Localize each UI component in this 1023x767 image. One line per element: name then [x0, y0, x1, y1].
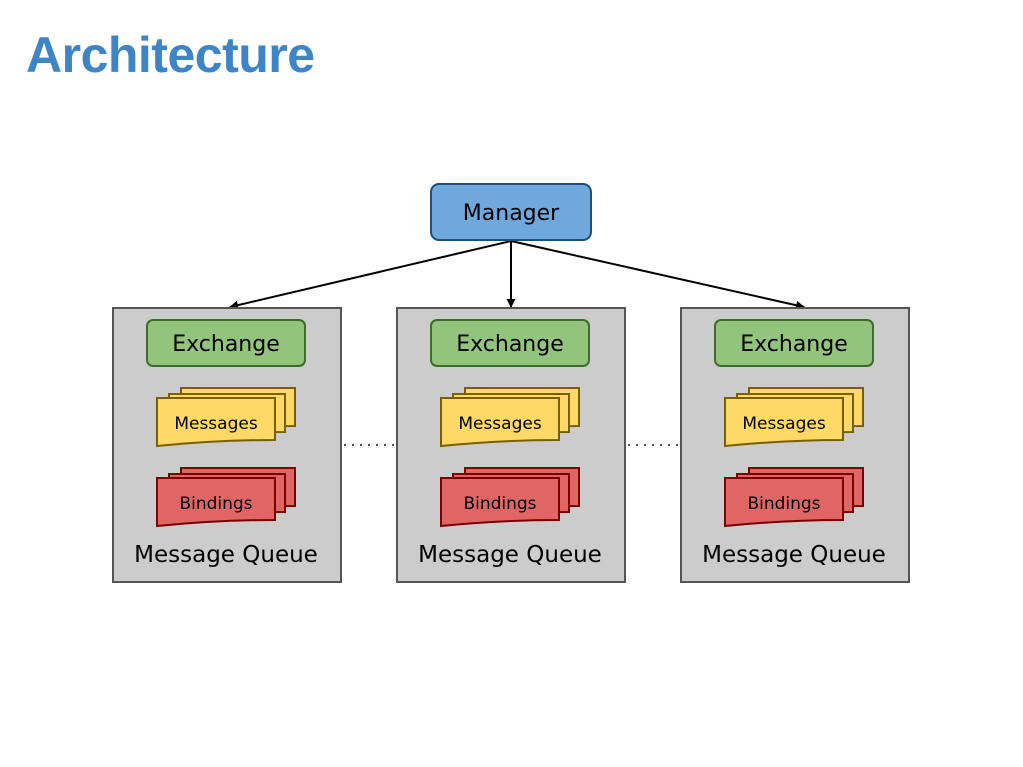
message-queue-3: Exchange Messages Bindings Message Queue: [680, 307, 910, 583]
bindings-stack: Bindings: [156, 467, 296, 528]
message-queue-label: Message Queue: [418, 542, 602, 568]
manager-node: Manager: [430, 183, 592, 241]
bindings-label: Bindings: [179, 494, 252, 514]
arrow-to-queue-3: [510, 240, 805, 310]
exchange-label: Exchange: [740, 332, 848, 357]
manager-arrows: [229, 240, 805, 310]
message-queue-1: Exchange Messages Bindings Message Queue: [112, 307, 342, 583]
exchange-label: Exchange: [456, 332, 564, 357]
bindings-label: Bindings: [463, 494, 536, 514]
manager-label: Manager: [463, 201, 560, 226]
message-queue-label: Message Queue: [134, 542, 318, 568]
exchange-node: Exchange: [430, 319, 590, 367]
exchange-node: Exchange: [714, 319, 874, 367]
messages-stack: Messages: [724, 387, 864, 448]
messages-label: Messages: [458, 414, 542, 434]
bindings-label: Bindings: [747, 494, 820, 514]
message-queue-2: Exchange Messages Bindings Message Queue: [396, 307, 626, 583]
messages-label: Messages: [742, 414, 826, 434]
messages-label: Messages: [174, 414, 258, 434]
messages-stack: Messages: [156, 387, 296, 448]
messages-stack: Messages: [440, 387, 580, 448]
arrow-to-queue-1: [229, 240, 512, 310]
message-queue-label: Message Queue: [702, 542, 886, 568]
bindings-stack: Bindings: [724, 467, 864, 528]
exchange-node: Exchange: [146, 319, 306, 367]
page-title: Architecture: [26, 27, 315, 83]
exchange-label: Exchange: [172, 332, 280, 357]
bindings-stack: Bindings: [440, 467, 580, 528]
